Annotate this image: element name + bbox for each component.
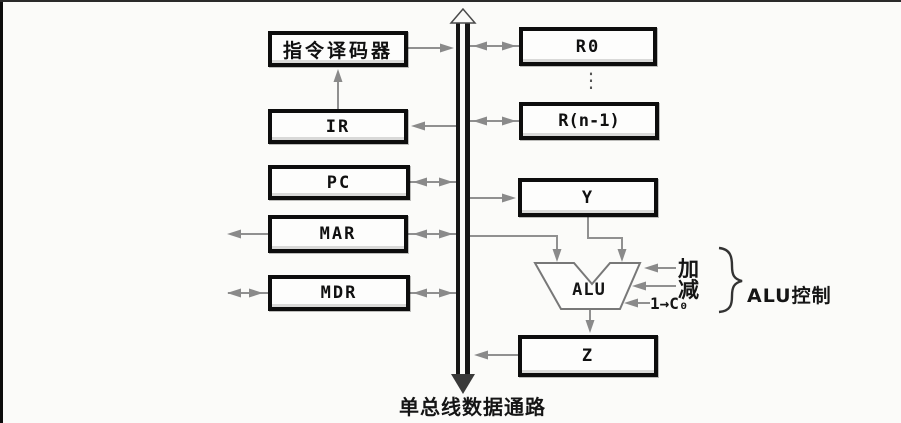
arrow-up-icon: [333, 69, 343, 82]
connector-mar-bus: [408, 229, 456, 239]
connector-ir-to-decoder: [333, 69, 343, 109]
arrow-left-icon: [413, 229, 427, 239]
arrow-left-icon: [227, 229, 241, 239]
top-scan-edge: [0, 0, 901, 2]
connector-ctrl-sub: [632, 281, 676, 291]
register-ellipsis: ⋮: [581, 68, 601, 92]
alu-control-add-label: 加: [678, 257, 699, 281]
bus-arrow-up-icon: [449, 7, 477, 24]
connector-mdr-external: [227, 288, 268, 298]
connector-mar-external: [227, 229, 268, 239]
arrow-left-icon: [632, 281, 646, 291]
alu-control-group-label: ALU控制: [747, 285, 832, 307]
arrow-right-icon: [249, 288, 263, 298]
arrow-left-icon: [413, 288, 427, 298]
box-r0: R0: [519, 27, 657, 66]
connector-decoder-to-bus: [408, 43, 454, 53]
alu-control-carry-label: 1→C₀: [650, 294, 689, 313]
bus-line-left: [456, 20, 460, 382]
arrow-left-icon: [644, 263, 658, 273]
connector-alu-to-z: [585, 310, 595, 333]
arrow-right-icon: [502, 116, 516, 126]
line: [470, 235, 558, 252]
bus-arrow-down-icon: [451, 374, 475, 394]
arrow-left-icon: [413, 177, 427, 187]
connector-bus-to-y: [470, 193, 516, 203]
alu-label: ALU: [572, 280, 606, 300]
box-y: Y: [518, 178, 658, 217]
arrow-right-icon: [439, 177, 453, 187]
line: [587, 217, 623, 252]
box-instruction-decoder: 指令译码器: [268, 31, 408, 67]
diagram-caption: 单总线数据通路: [399, 395, 546, 419]
arrow-right-icon: [439, 229, 453, 239]
connector-mdr-bus: [410, 288, 456, 298]
connector-bus-r0: [470, 41, 519, 51]
alu-control-subtract-label: 减: [678, 278, 699, 302]
arrow-left-icon: [474, 350, 488, 360]
left-scan-edge: [0, 0, 3, 423]
arrow-right-icon: [502, 193, 516, 203]
connector-bus-to-ir: [411, 121, 456, 131]
arrow-right-icon: [440, 43, 454, 53]
arrow-down-icon: [585, 320, 595, 333]
arrow-left-icon: [411, 121, 425, 131]
box-z: Z: [518, 335, 658, 377]
arrow-right-icon: [439, 288, 453, 298]
connector-ctrl-add: [644, 263, 676, 273]
arrow-left-icon: [227, 288, 241, 298]
connector-bus-rn1: [470, 116, 519, 126]
box-mar: MAR: [268, 215, 408, 253]
connector-bus-to-alu: [470, 235, 562, 262]
arrow-down-icon: [552, 249, 562, 262]
box-ir: IR: [268, 109, 408, 144]
box-pc: PC: [268, 165, 410, 200]
arrow-left-icon: [473, 41, 487, 51]
alu-trapezoid: [533, 262, 642, 310]
connector-pc-bus: [410, 177, 456, 187]
arrow-left-icon: [624, 298, 638, 308]
curly-brace-icon: [718, 246, 743, 314]
single-bus: [449, 7, 477, 394]
connector-ctrl-carry: [624, 298, 650, 308]
connector-z-to-bus: [474, 350, 518, 360]
arrow-down-icon: [617, 249, 627, 262]
connector-y-to-alu: [587, 217, 627, 262]
box-mdr: MDR: [268, 275, 410, 311]
bus-line-right: [465, 20, 470, 382]
box-rn-minus-1: R(n-1): [519, 102, 659, 140]
arrow-right-icon: [502, 41, 516, 51]
arrow-left-icon: [473, 116, 487, 126]
